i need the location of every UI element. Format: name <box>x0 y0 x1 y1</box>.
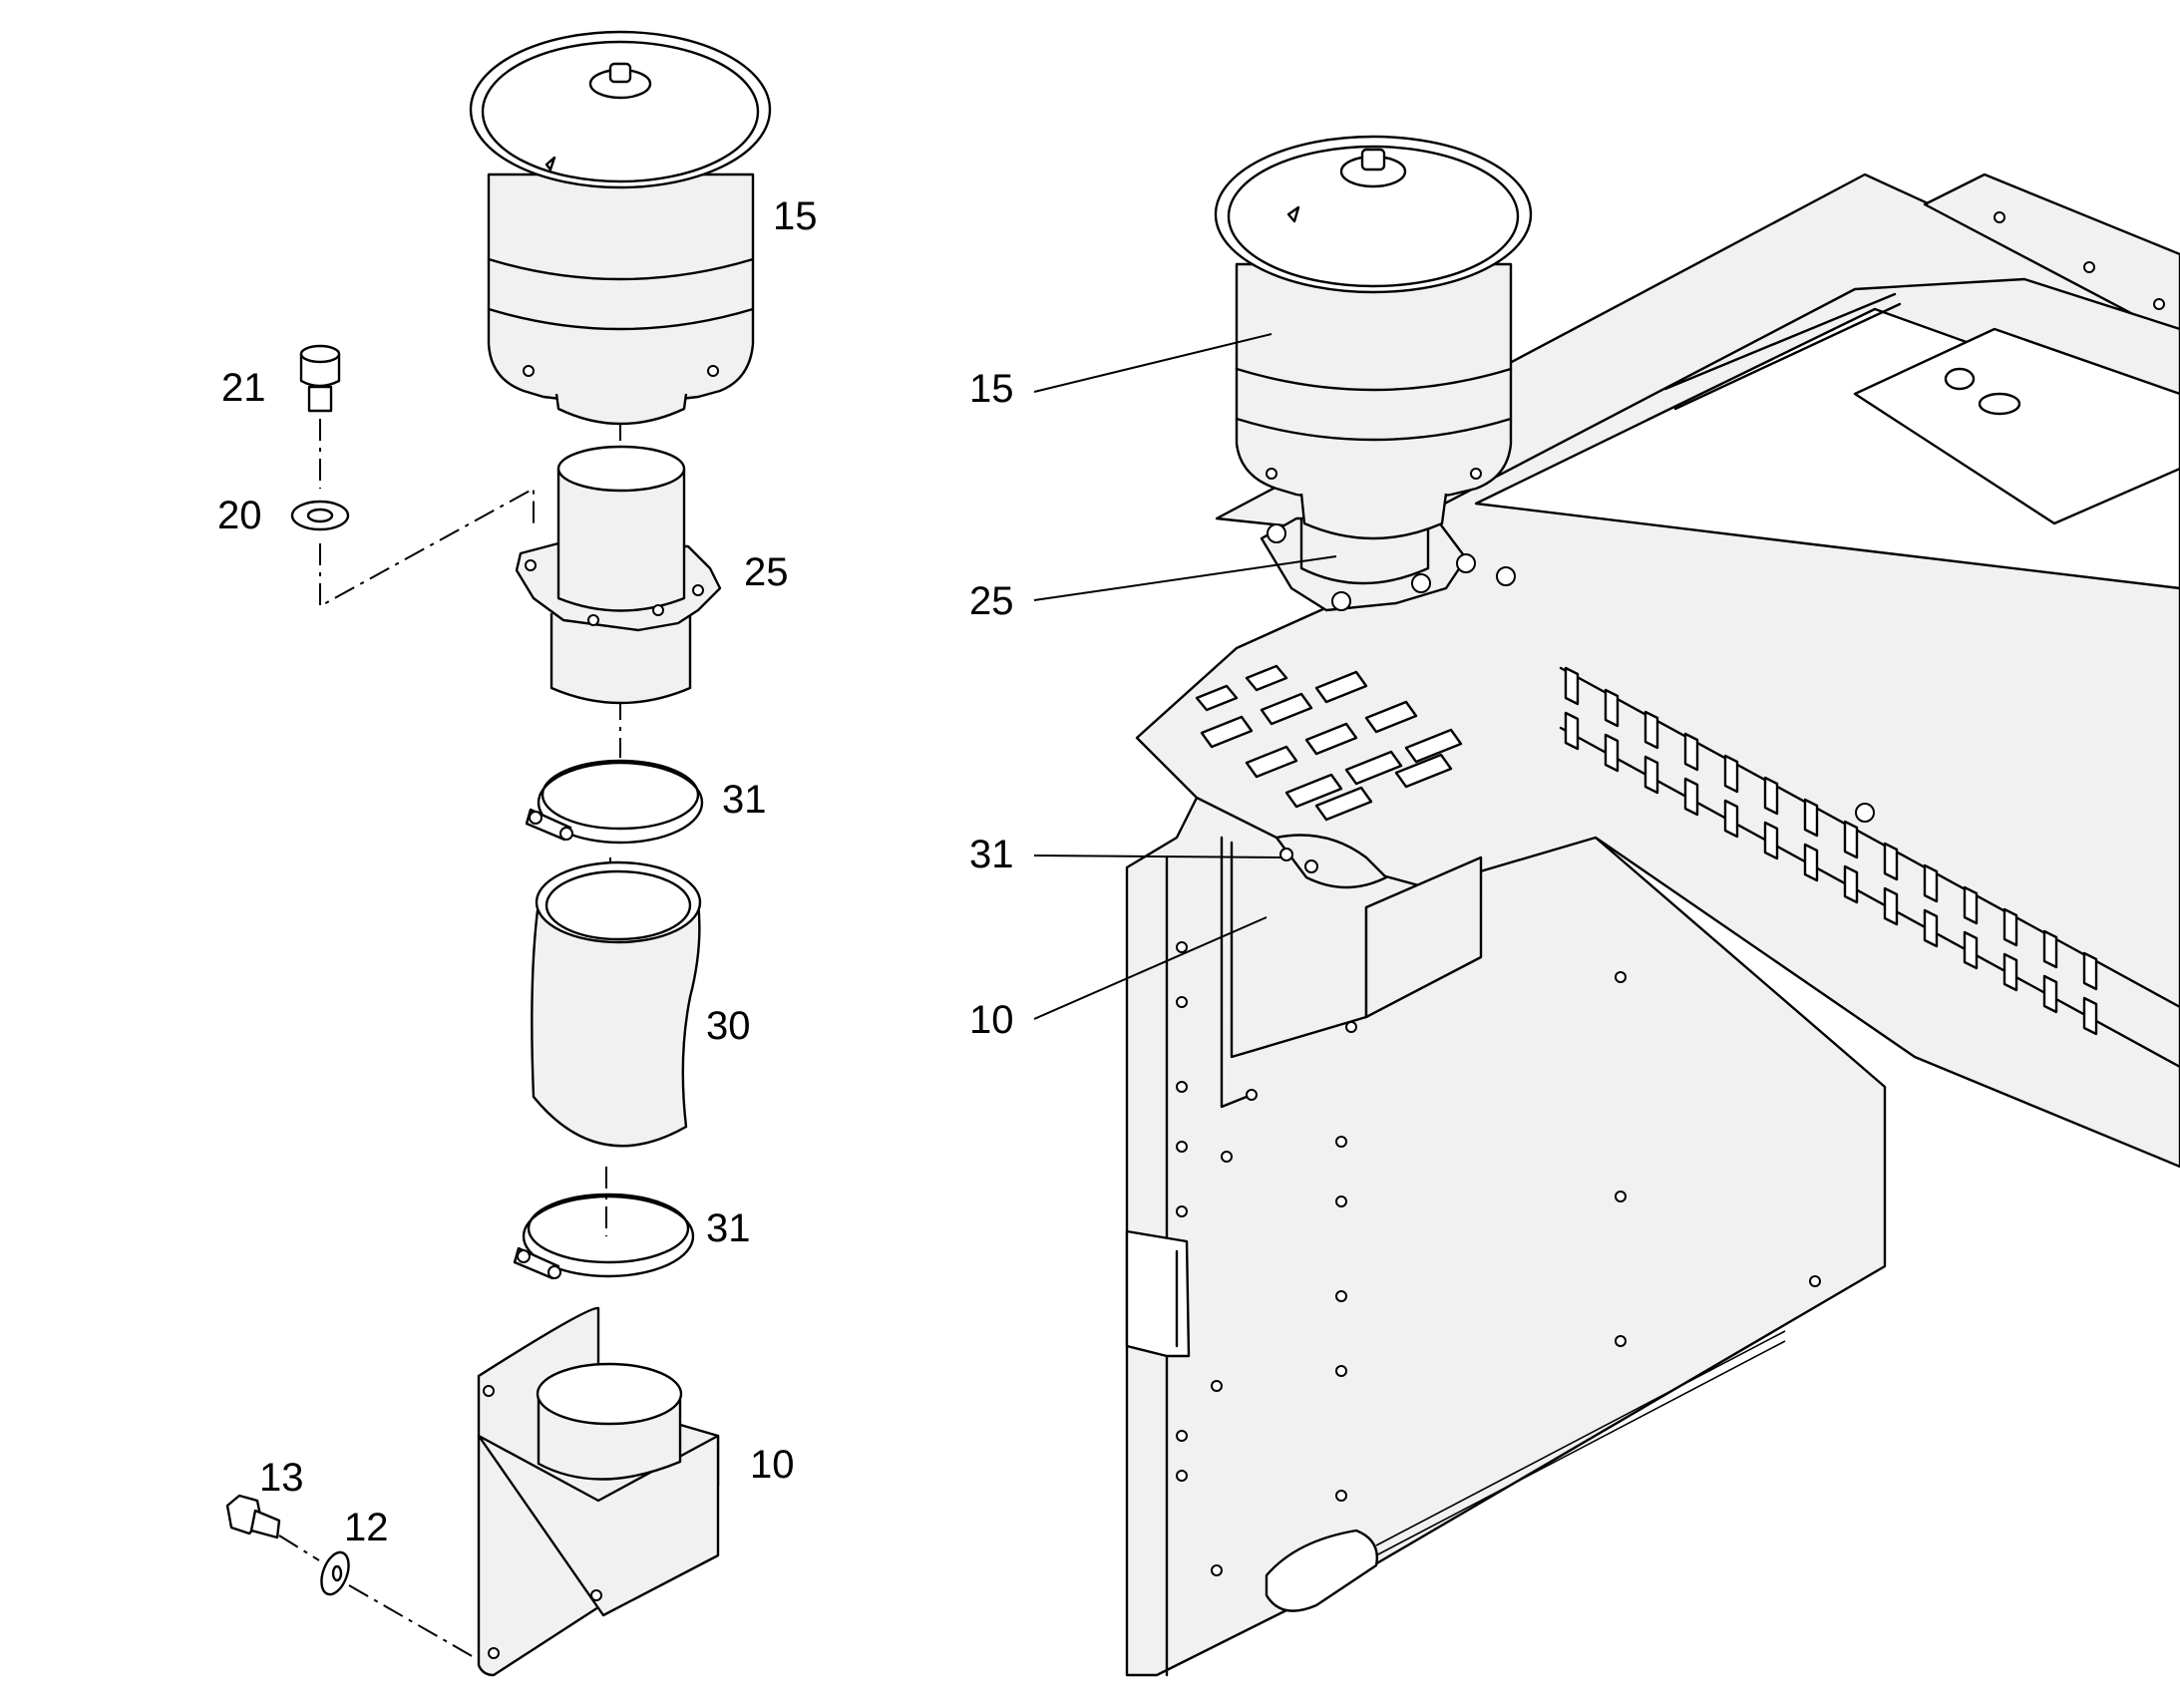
callout-washer: 20 <box>217 494 262 537</box>
callout-air-cleaner: 15 <box>773 194 818 238</box>
assembled-view: 15 25 31 10 <box>969 135 2180 1677</box>
callout-hose-clamp-assembled: 31 <box>969 833 1014 876</box>
callout-hose: 30 <box>706 1004 751 1048</box>
intake-bracket-exploded <box>477 1306 720 1677</box>
callout-screw: 21 <box>221 366 266 410</box>
screw-exploded <box>299 344 341 489</box>
louver-grille <box>1496 566 2180 1069</box>
callout-washer-lower: 12 <box>344 1506 389 1549</box>
callout-bolt: 13 <box>259 1456 304 1500</box>
hose-clamp-upper-exploded <box>525 759 704 845</box>
callout-intake-bracket-assembled: 10 <box>969 998 1014 1042</box>
callout-intake-bracket: 10 <box>750 1443 795 1487</box>
exploded-view: 15 21 20 25 31 30 31 10 13 12 <box>217 30 818 1677</box>
hose-clamp-assembled <box>1274 834 1388 889</box>
callout-hose-clamp-lower: 31 <box>706 1206 751 1250</box>
callout-adapter-flange: 25 <box>744 550 789 594</box>
bolt-exploded <box>225 1494 320 1561</box>
hose-exploded <box>531 860 702 1148</box>
front-vents <box>1195 664 1463 822</box>
adapter-flange-exploded <box>515 445 722 705</box>
air-cleaner-exploded <box>469 30 772 426</box>
air-cleaner-assembled <box>1214 135 1533 540</box>
washer-exploded <box>290 487 535 608</box>
intake-bracket-assembled <box>1220 836 1483 1109</box>
washer-lower-exploded <box>320 1550 475 1658</box>
hose-clamp-lower-exploded <box>513 1193 695 1280</box>
callout-hose-clamp-upper: 31 <box>722 778 767 822</box>
callout-adapter-flange-assembled: 25 <box>969 579 1014 623</box>
callout-air-cleaner-assembled: 15 <box>969 367 1014 411</box>
